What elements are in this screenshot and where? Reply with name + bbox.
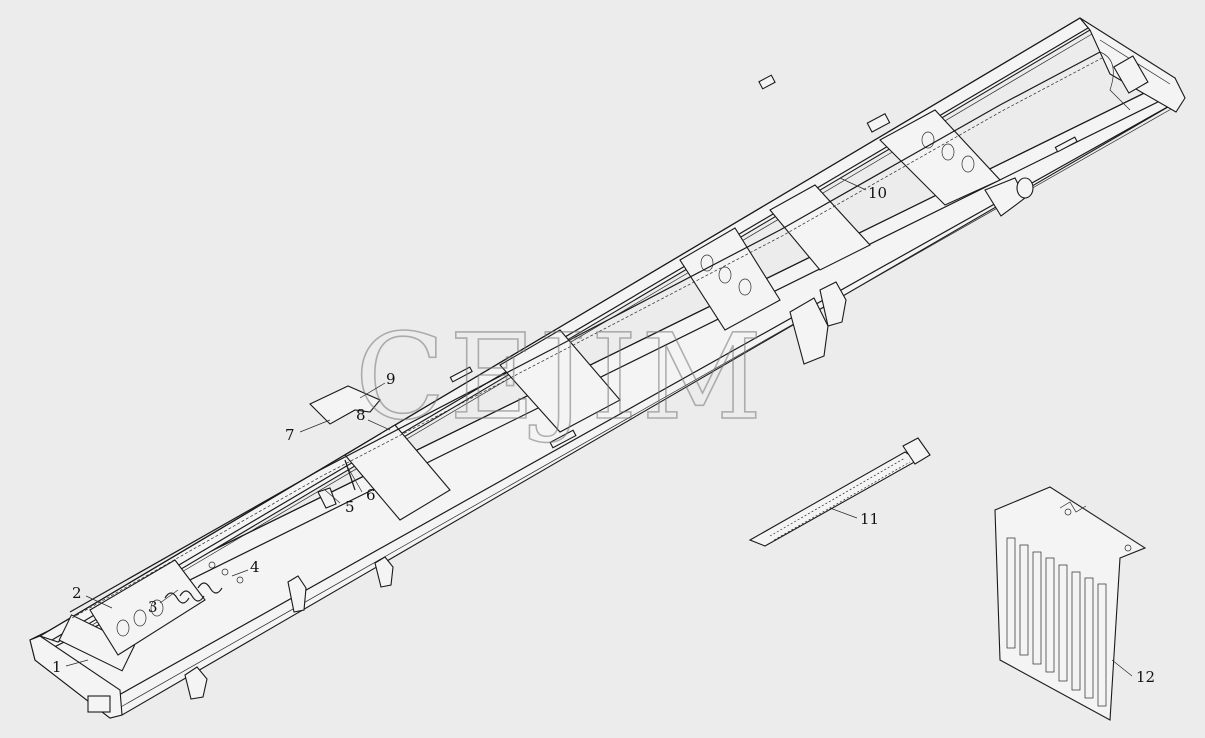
callout-8: 8: [356, 406, 366, 424]
callout-4: 4: [250, 558, 260, 576]
clips-parts-3-4: [164, 561, 244, 604]
leader-lines: [65, 177, 1133, 677]
callout-12: 12: [1136, 668, 1155, 686]
cross-members: [89, 109, 1001, 656]
callout-labels: 1 2 3 4 5 6 7 8 9 10 11 12: [52, 184, 1155, 686]
callout-3: 3: [148, 598, 158, 616]
cable-tie-part-11: [748, 437, 931, 547]
callout-9: 9: [386, 370, 396, 388]
callout-2: 2: [72, 584, 82, 602]
rail-brackets: [184, 177, 1034, 700]
plate-part-9: [309, 385, 381, 425]
harness-run: [69, 51, 1101, 613]
callout-6: 6: [366, 486, 376, 504]
watermark: CEJIM: [355, 308, 766, 446]
callout-5: 5: [345, 498, 355, 516]
mud-flap-part-12: [994, 486, 1147, 721]
crossmember-holes: [116, 131, 975, 637]
chassis-frame: [29, 17, 1186, 719]
rail-slots: [449, 74, 1078, 449]
flap-ribs: [1006, 537, 1107, 707]
brackets-parts-5-6: [317, 459, 356, 509]
callout-7: 7: [285, 426, 295, 444]
callout-1: 1: [52, 658, 62, 676]
callout-11: 11: [860, 510, 879, 528]
callout-10: 10: [868, 184, 887, 202]
